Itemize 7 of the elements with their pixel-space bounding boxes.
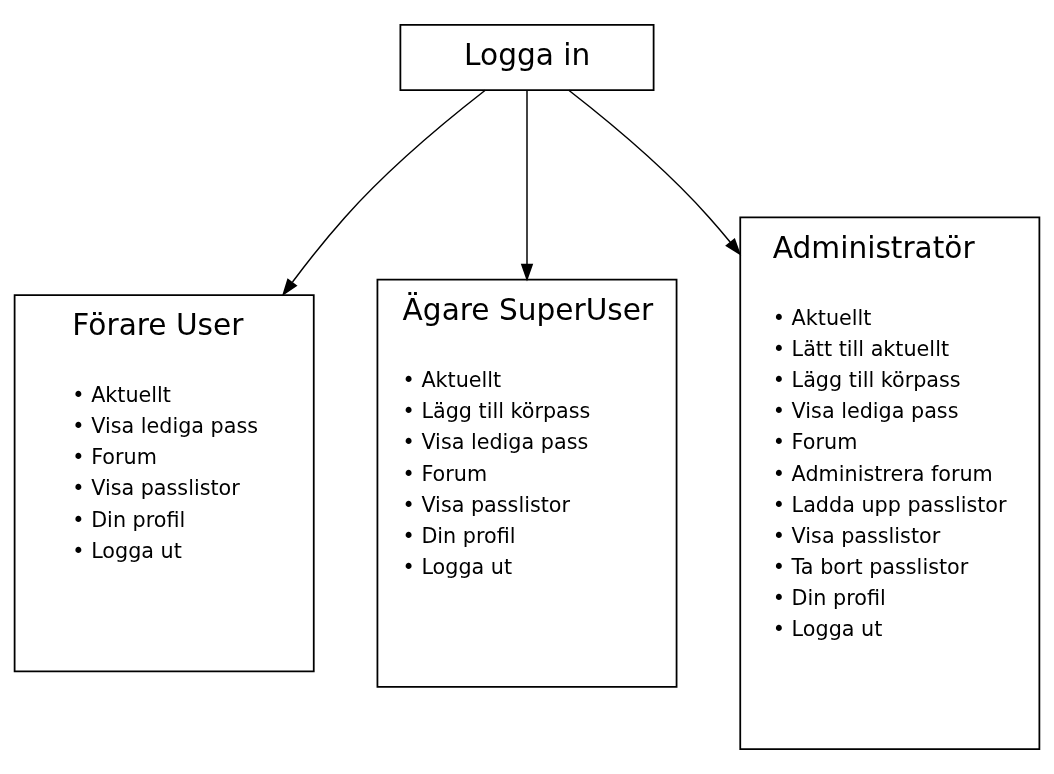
node-box: Förare User • Aktuellt • Visa lediga pass • Forum • Visa passlistor • Din profil • Logga ut	[13, 294, 315, 673]
node-box: Administratör • Aktuellt • Lätt till aktuellt • Lägg till körpass • Visa lediga pass • Forum • Administrera forum • Ladda upp passlistor • Visa passlistor • Ta bort passlistor • Din profil • Logga ut	[739, 216, 1041, 750]
arrow	[520, 90, 534, 282]
arrow	[568, 89, 742, 256]
node-box: Ägare SuperUser • Aktuellt • Lägg till körpass • Visa lediga pass • Forum • Visa passlistor • Din profil • Logga ut	[376, 278, 678, 688]
arrow	[281, 89, 486, 297]
node-box: Logga in	[399, 24, 655, 91]
